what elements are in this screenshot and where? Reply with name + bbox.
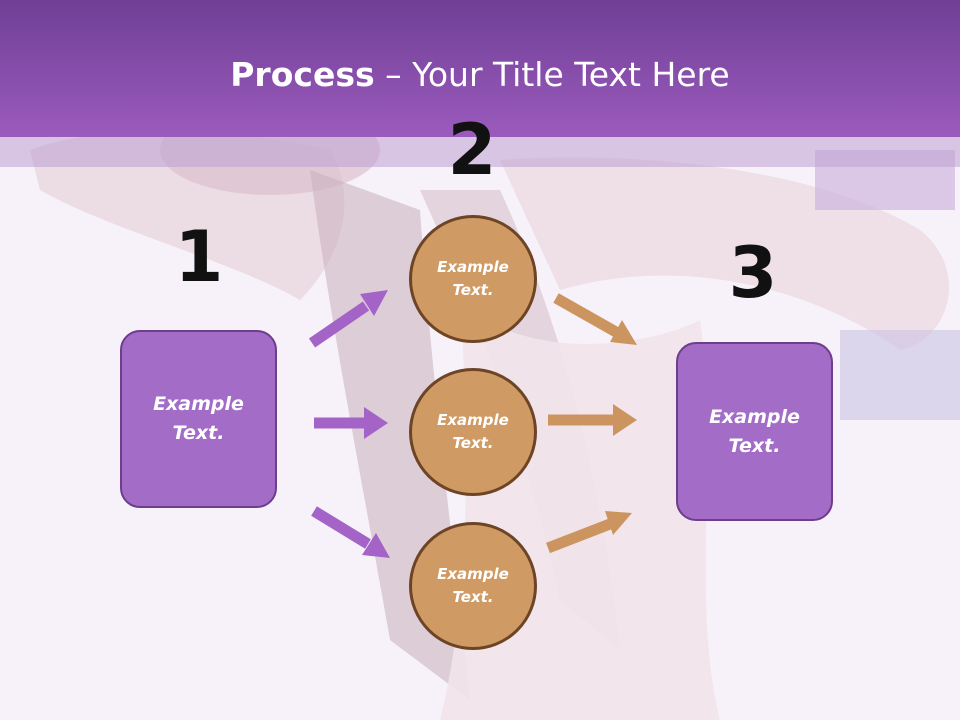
page-title: Process – Your Title Text Here <box>0 52 960 98</box>
circle-bottom-label: Example Text. <box>437 565 509 606</box>
title-bold: Process <box>230 55 375 94</box>
step-number-3: 3 <box>728 232 778 314</box>
right-process-box: Example Text. <box>676 342 833 521</box>
circle-middle-label: Example Text. <box>437 411 509 452</box>
right-box-label: Example Text. <box>709 405 800 457</box>
arrow-left-to-middle-circle <box>314 407 388 439</box>
circle-top: Example Text. <box>409 215 537 343</box>
left-process-box: Example Text. <box>120 330 277 508</box>
step-number-2: 2 <box>447 109 497 191</box>
header-bar <box>0 0 960 137</box>
circle-bottom: Example Text. <box>409 522 537 650</box>
arrow-left-to-bottom-circle <box>311 506 390 558</box>
title-rest: – Your Title Text Here <box>374 55 730 94</box>
arrow-top-circle-to-right <box>553 293 637 345</box>
header-band <box>0 137 960 167</box>
arrow-left-to-top-circle <box>308 290 388 348</box>
arrow-middle-circle-to-right <box>548 404 637 436</box>
arrow-bottom-circle-to-right <box>546 511 632 554</box>
step-number-1: 1 <box>174 216 224 298</box>
circle-top-label: Example Text. <box>437 258 509 299</box>
circle-middle: Example Text. <box>409 368 537 496</box>
left-box-label: Example Text. <box>153 393 244 444</box>
